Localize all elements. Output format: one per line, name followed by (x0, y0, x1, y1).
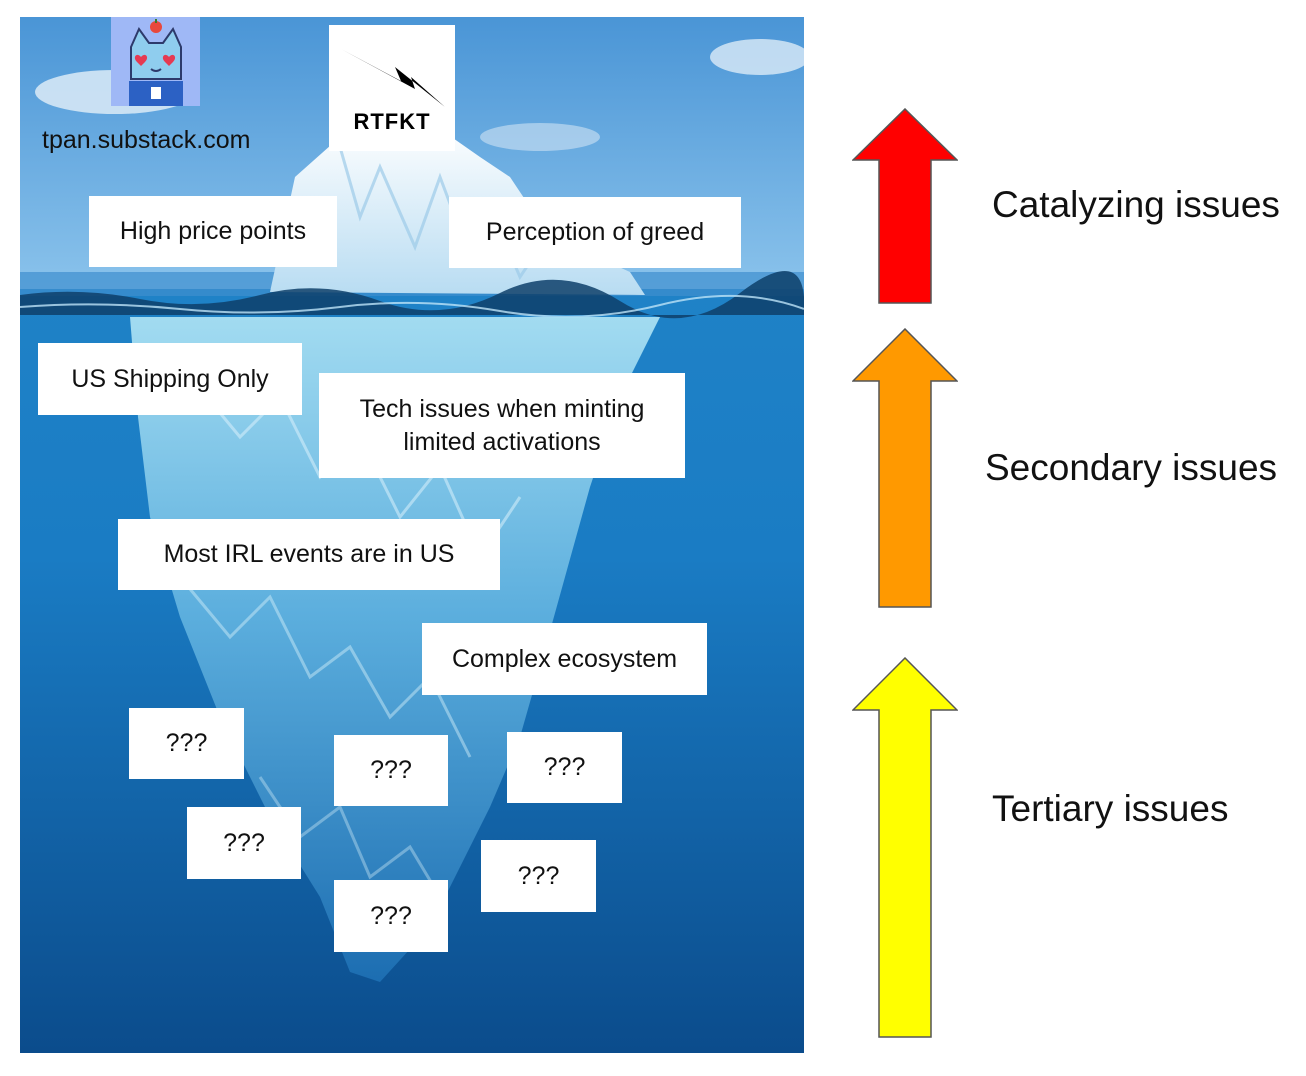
catalyzing-arrow-icon (852, 108, 958, 304)
box-us-shipping-only: US Shipping Only (38, 343, 302, 415)
tier-label-secondary: Secondary issues (985, 447, 1278, 488)
box-unknown: ??? (334, 880, 448, 952)
box-unknown: ??? (334, 735, 448, 806)
box-unknown: ??? (481, 840, 596, 912)
brand-logo-text: RTFKT (353, 109, 430, 134)
box-perception-of-greed: Perception of greed (449, 197, 741, 268)
site-credit: tpan.substack.com (42, 126, 251, 154)
box-complex-ecosystem: Complex ecosystem (422, 623, 707, 695)
tertiary-arrow-icon (852, 657, 958, 1038)
brand-logo: RTFKT (329, 25, 455, 151)
box-unknown: ??? (507, 732, 622, 803)
box-tech-issues-line1: Tech issues when minting (359, 394, 645, 423)
tier-label-catalyzing: Catalyzing issues (992, 184, 1280, 225)
box-unknown: ??? (129, 708, 244, 779)
box-tech-issues-line2: limited activations (403, 427, 601, 456)
box-tech-issues: Tech issues when minting limited activat… (319, 373, 685, 478)
box-high-price-points: High price points (89, 196, 337, 267)
box-unknown: ??? (187, 807, 301, 879)
cat-avatar-icon (111, 17, 200, 106)
secondary-arrow-icon (852, 328, 958, 608)
tier-label-tertiary: Tertiary issues (992, 788, 1229, 829)
box-irl-events: Most IRL events are in US (118, 519, 500, 590)
